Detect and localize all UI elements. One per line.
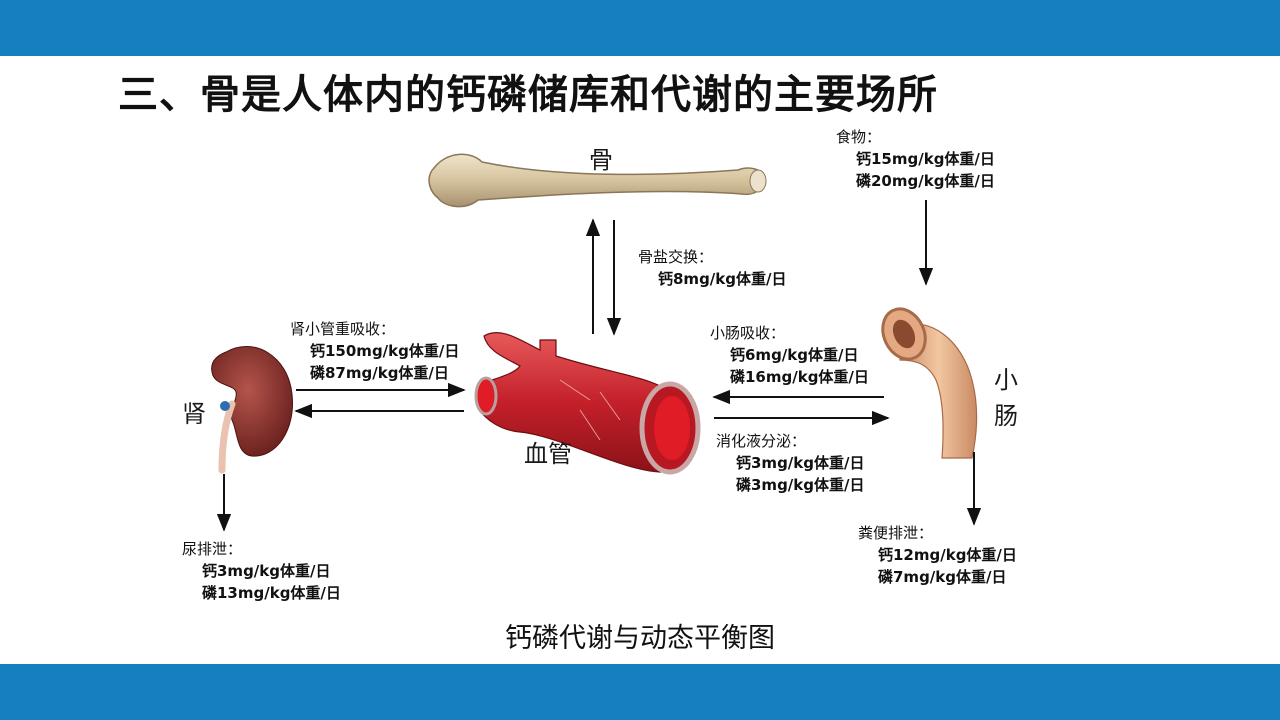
organ-label-vessel: 血管 xyxy=(524,440,572,468)
flow-intestine-absorb-ca: 钙6mg/kg体重/日 xyxy=(730,346,859,364)
flow-feces-head: 粪便排泄： xyxy=(858,524,934,542)
flow-urine-head: 尿排泄： xyxy=(182,540,243,558)
bone-illustration xyxy=(428,153,767,208)
organ-label-intestine-2: 肠 xyxy=(994,402,1018,430)
kidney-illustration xyxy=(211,346,293,474)
flow-urine-ca: 钙3mg/kg体重/日 xyxy=(202,562,331,580)
flow-intestine-absorb-p: 磷16mg/kg体重/日 xyxy=(730,368,869,386)
flow-digestive-head: 消化液分泌： xyxy=(716,432,807,450)
organ-label-bone: 骨 xyxy=(589,146,613,174)
flow-renal-p: 磷87mg/kg体重/日 xyxy=(310,364,449,382)
flow-bone-exchange-ca: 钙8mg/kg体重/日 xyxy=(658,270,787,288)
flow-digestive-p: 磷3mg/kg体重/日 xyxy=(736,476,865,494)
bottom-banner xyxy=(0,664,1280,720)
flow-intestine-absorb: 小肠吸收： 钙6mg/kg体重/日 磷16mg/kg体重/日 xyxy=(710,322,869,388)
flow-urine-p: 磷13mg/kg体重/日 xyxy=(202,584,341,602)
flow-renal-ca: 钙150mg/kg体重/日 xyxy=(310,342,460,360)
flow-renal-reabsorb: 肾小管重吸收： 钙150mg/kg体重/日 磷87mg/kg体重/日 xyxy=(290,318,459,384)
flow-food-head: 食物： xyxy=(836,128,882,146)
vessel-illustration xyxy=(474,331,701,475)
flow-renal-head: 肾小管重吸收： xyxy=(290,320,396,338)
flow-feces: 粪便排泄： 钙12mg/kg体重/日 磷7mg/kg体重/日 xyxy=(858,522,1017,588)
intestine-illustration xyxy=(881,307,978,459)
flow-food: 食物： 钙15mg/kg体重/日 磷20mg/kg体重/日 xyxy=(836,126,995,192)
organ-label-intestine-1: 小 xyxy=(994,366,1018,394)
flow-bone-exchange-head: 骨盐交换： xyxy=(638,248,714,266)
flow-digestive-ca: 钙3mg/kg体重/日 xyxy=(736,454,865,472)
slide-title: 三、骨是人体内的钙磷储库和代谢的主要场所 xyxy=(118,72,938,118)
flow-digestive-secretion: 消化液分泌： 钙3mg/kg体重/日 磷3mg/kg体重/日 xyxy=(716,430,864,496)
flow-urine: 尿排泄： 钙3mg/kg体重/日 磷13mg/kg体重/日 xyxy=(182,538,341,604)
flow-feces-p: 磷7mg/kg体重/日 xyxy=(878,568,1007,586)
figure-caption: 钙磷代谢与动态平衡图 xyxy=(505,623,775,654)
top-banner xyxy=(0,0,1280,56)
flow-food-ca: 钙15mg/kg体重/日 xyxy=(856,150,995,168)
flow-bone-exchange: 骨盐交换： 钙8mg/kg体重/日 xyxy=(638,246,786,290)
flow-food-p: 磷20mg/kg体重/日 xyxy=(856,172,995,190)
organ-label-kidney: 肾 xyxy=(182,400,206,428)
flow-feces-ca: 钙12mg/kg体重/日 xyxy=(878,546,1017,564)
flow-intestine-absorb-head: 小肠吸收： xyxy=(710,324,786,342)
